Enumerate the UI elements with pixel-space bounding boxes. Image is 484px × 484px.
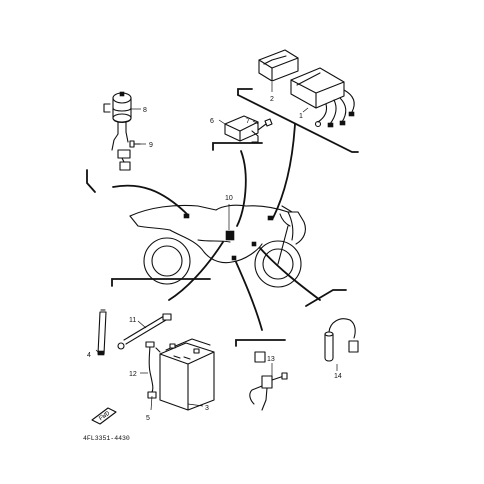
battery-strap [117, 313, 172, 350]
ecu-unit [290, 67, 355, 128]
callout-leaders [95, 82, 338, 411]
group-bracket-igniter [212, 142, 263, 151]
group-bracket-relay [235, 339, 286, 347]
callout-3: 3 [205, 405, 209, 412]
callout-14: 14 [334, 373, 342, 380]
callout-7: 7 [246, 118, 250, 125]
callout-numbers: 1 2 3 4 5 6 7 8 9 10 11 12 13 14 [87, 96, 342, 422]
neutral-switch [324, 318, 359, 362]
callout-4: 4 [87, 352, 91, 359]
battery-lead [145, 341, 161, 399]
bolt-7 [257, 118, 273, 131]
callout-1: 1 [299, 113, 303, 120]
starter-relay [249, 351, 288, 411]
motorcycle-silhouette [129, 204, 306, 288]
group-bracket-battery [111, 278, 211, 287]
callout-6: 6 [210, 118, 214, 125]
battery-band [97, 309, 107, 356]
igniter-unit [224, 115, 259, 143]
leader-lines [112, 123, 321, 331]
drawing-code: 4FL3351-4430 [83, 435, 130, 442]
group-bracket-ignition [86, 169, 96, 193]
callout-9: 9 [149, 142, 153, 149]
callout-2: 2 [270, 96, 274, 103]
callout-11: 11 [129, 317, 136, 324]
callout-12: 12 [129, 371, 137, 378]
callout-13: 13 [267, 356, 275, 363]
ignition-switch [103, 91, 132, 171]
front-direction-badge: FWD [91, 407, 117, 425]
callout-10: 10 [225, 195, 233, 202]
ecu-cover [258, 49, 299, 82]
callout-5: 5 [146, 415, 150, 422]
group-bracket-neutral [305, 289, 347, 307]
group-bracket-ecu [237, 88, 359, 153]
callout-8: 8 [143, 107, 147, 114]
battery [159, 338, 215, 411]
